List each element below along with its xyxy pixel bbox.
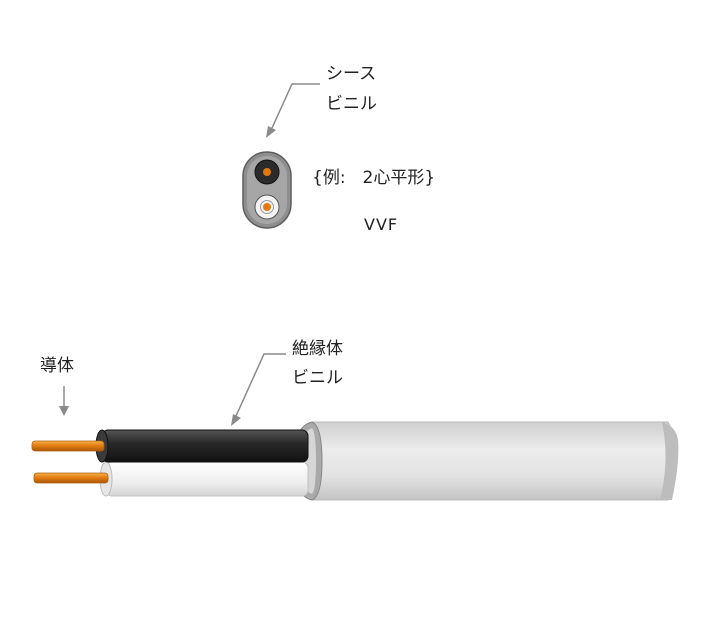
white-insulator: [105, 461, 309, 497]
sheath-label-line1: シース: [326, 64, 377, 84]
sheath-end-cap: [660, 422, 679, 500]
cross-section: [242, 151, 292, 229]
conductor-label: 導体: [40, 356, 74, 376]
insulator-label-line2: ビニル: [292, 368, 343, 388]
conductor-dot-lower: [263, 203, 271, 211]
conductor-arrow: [59, 386, 69, 416]
example-label: {例: 2心平形}: [312, 168, 436, 188]
conductor-upper: [31, 440, 105, 452]
cable-type-label: VVF: [364, 215, 399, 234]
sheath-leader-arrow: [266, 83, 320, 138]
conductor-dot-upper: [263, 168, 271, 176]
sheath-body: [311, 421, 675, 501]
black-insulator: [101, 429, 309, 463]
insulator-label-line1: 絶縁体: [292, 339, 343, 359]
sheath-label-line2: ビニル: [326, 94, 377, 114]
insulator-leader-arrow: [231, 353, 286, 426]
cable-side-view: [31, 421, 679, 501]
conductor-lower: [33, 472, 109, 484]
